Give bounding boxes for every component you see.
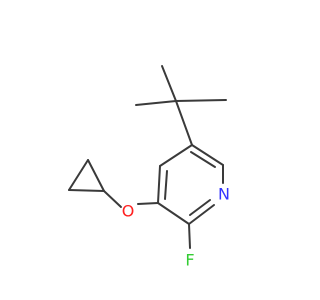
bond-c4-c3 [157, 165, 161, 204]
bond-ring-to-quaternary-carbon [175, 100, 193, 146]
tert-butyl-group [135, 65, 227, 146]
bond-c3-oxygen [137, 202, 159, 205]
bond-cyclopropyl-3 [68, 189, 105, 192]
pyridine-ring [157, 144, 224, 225]
fluorine-atom-label: F [185, 251, 194, 270]
bond-c2-fluorine [188, 223, 191, 249]
bond-c6-c5 [191, 144, 224, 166]
oxygen-atom-label: O [122, 202, 135, 221]
bond-oxygen-cyclopropyl [103, 190, 122, 208]
bond-c4-c3-inner [164, 170, 168, 200]
bond-quaternary-to-methyl-left [135, 100, 177, 106]
bond-cyclopropyl-1 [87, 159, 105, 192]
molecule-structure: N O F [68, 65, 230, 270]
bond-c2-n [188, 204, 215, 225]
nitrogen-atom-label: N [218, 185, 230, 204]
bond-cyclopropyl-2 [68, 159, 89, 191]
bond-c2-n-inner [189, 199, 211, 216]
bond-c3-c2 [157, 202, 190, 225]
bond-c5-c4 [159, 144, 193, 167]
bond-c6-c5-inner [190, 151, 216, 168]
bond-quaternary-to-methyl-right [175, 99, 227, 102]
bond-quaternary-to-methyl-top [161, 65, 177, 102]
cyclopropyl-ring [68, 159, 105, 192]
